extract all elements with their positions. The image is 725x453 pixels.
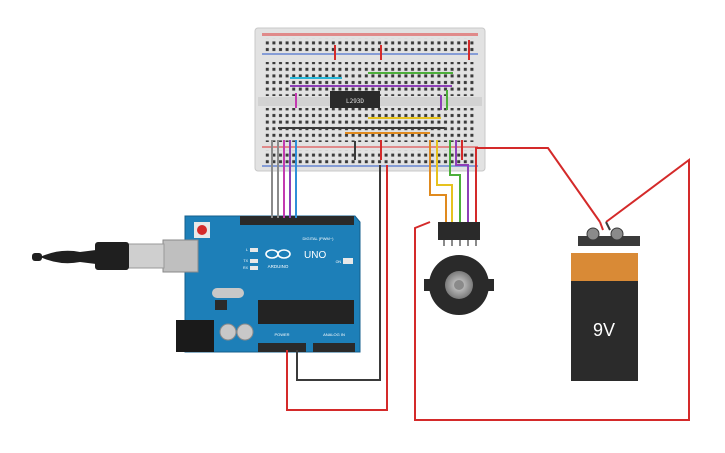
on-label: ON — [336, 260, 342, 264]
voltage-regulator — [215, 300, 227, 310]
bottom-negative-rail — [262, 165, 478, 167]
power-jack — [176, 320, 214, 352]
l293d-chip[interactable]: L293D — [330, 91, 380, 108]
top-positive-rail — [262, 33, 478, 36]
bottom-rail-holes — [264, 150, 476, 164]
motor-connector — [438, 222, 480, 240]
digital-label: DIGITAL (PWM~) — [303, 236, 335, 241]
tx-label: TX — [243, 259, 248, 263]
lower-terminal-strip — [264, 108, 476, 142]
power-wires — [286, 165, 388, 411]
power-header — [258, 343, 306, 352]
chip-label: L293D — [346, 98, 364, 105]
analog-header — [313, 343, 355, 352]
capacitor-right — [236, 323, 254, 341]
arduino-uno[interactable]: ARDUINO UNO DIGITAL (PWM~) POWER ANALOG … — [162, 215, 361, 353]
atmega-chip — [258, 300, 354, 324]
arduino-model-text: UNO — [304, 250, 326, 261]
l-label: L — [246, 248, 248, 252]
reset-button-cap[interactable] — [197, 225, 207, 235]
battery-top — [571, 253, 638, 281]
tx-led — [250, 259, 258, 263]
dc-motor-encoder[interactable] — [424, 222, 494, 315]
rx-led — [250, 266, 258, 270]
top-negative-rail — [262, 53, 478, 55]
bottom-positive-rail — [262, 146, 478, 148]
on-led — [343, 258, 353, 264]
breadboard[interactable] — [254, 27, 486, 172]
capacitor-left — [219, 323, 237, 341]
analog-in-label: ANALOG IN — [323, 332, 345, 337]
arduino-logo-text: ARDUINO — [268, 264, 289, 269]
battery-body — [571, 281, 638, 381]
power-label: POWER — [274, 332, 289, 337]
battery-terminal-positive — [586, 227, 600, 241]
battery-wires — [414, 158, 690, 421]
digital-header — [240, 216, 354, 225]
battery-terminal-bar — [578, 236, 640, 246]
battery-terminal-negative — [610, 227, 624, 241]
usb-port — [162, 239, 199, 273]
rx-label: RX — [243, 266, 249, 270]
usb-cable — [32, 242, 165, 270]
l-led — [250, 248, 258, 252]
signal-wires — [271, 140, 297, 218]
crystal — [212, 288, 244, 298]
motor-wires — [429, 140, 601, 223]
battery-voltage-label: 9V — [593, 320, 615, 340]
arduino-logo-icon — [265, 249, 291, 259]
top-rail-holes — [264, 38, 476, 52]
battery-9v[interactable]: 9V — [571, 227, 640, 381]
